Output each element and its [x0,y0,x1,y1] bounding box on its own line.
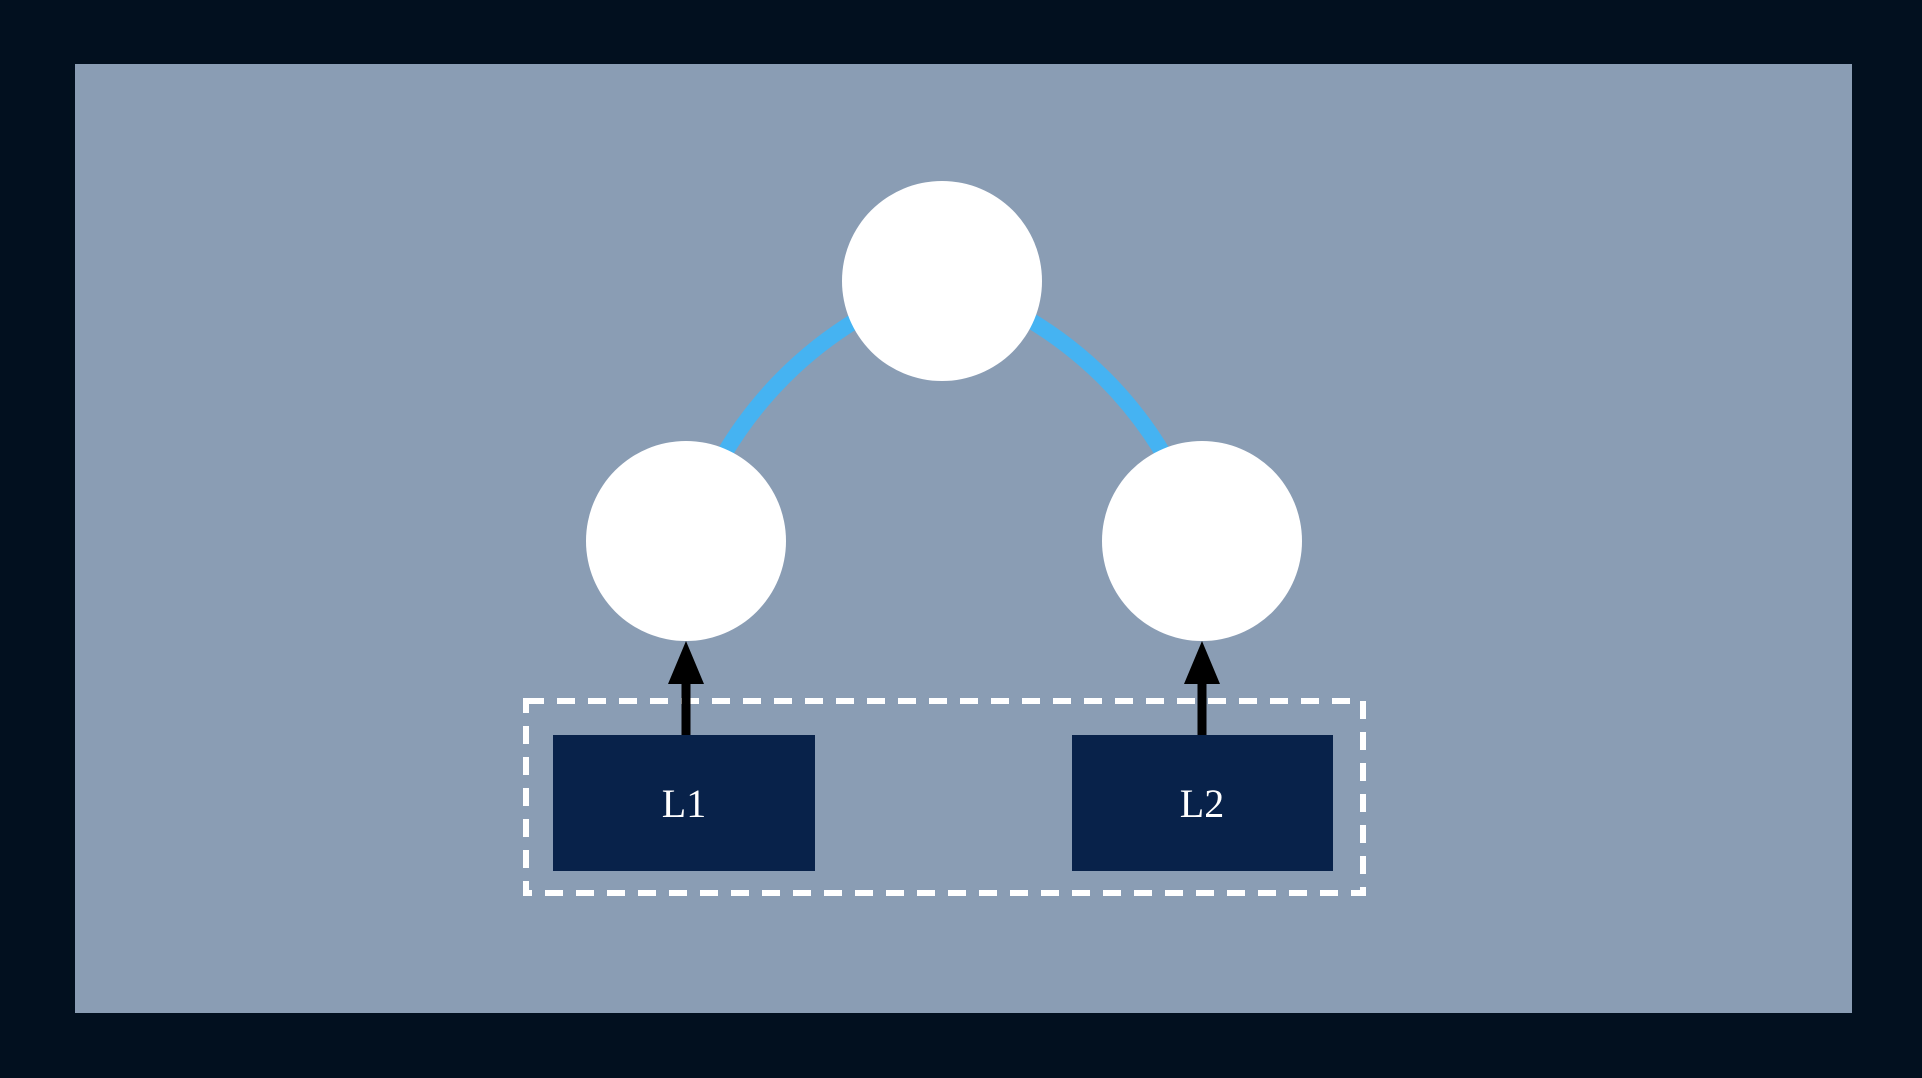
right-node-circle [1102,441,1302,641]
left-node-circle [586,441,786,641]
l2-up-arrow [1184,641,1220,737]
l1-box [553,735,815,871]
root-node-circle [842,181,1042,381]
l1-up-arrow [668,641,704,737]
l1-box-label: L1 [662,781,706,826]
l2-box [1072,735,1333,871]
l2-box-label: L2 [1180,781,1224,826]
input-group-dashed-border [523,698,1366,896]
